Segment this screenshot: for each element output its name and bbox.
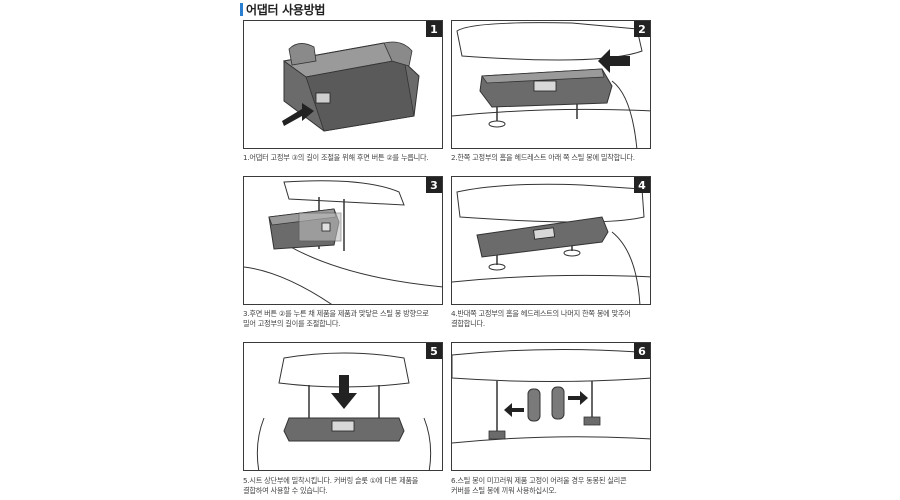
step-1-caption: 1.어댑터 고정부 ③의 길이 조절을 위해 후면 버튼 ②를 누릅니다. — [243, 153, 429, 162]
step-6-caption: 6.스틸 봉이 미끄러워 제품 고정이 어려울 경우 동봉된 실리콘 커버를 스… — [451, 476, 627, 495]
step-1-illustration: 1 — [243, 20, 443, 149]
step-number-badge: 5 — [426, 343, 442, 359]
step-number-badge: 2 — [634, 21, 650, 37]
step-3-caption: 3.후면 버튼 ②를 누른 채 제품을 제품과 맞닿은 스틸 봉 방향으로 밀어… — [243, 309, 429, 328]
step-number-badge: 6 — [634, 343, 650, 359]
headrest-attach-drawing — [452, 22, 650, 148]
step-number-badge: 3 — [426, 177, 442, 193]
step-6-illustration: 6 — [451, 342, 651, 471]
heading-text: 어댑터 사용방법 — [246, 2, 326, 17]
step-5-illustration: 5 — [243, 342, 443, 471]
adjust-length-drawing — [244, 180, 442, 304]
step-4-illustration: 4 — [451, 176, 651, 305]
press-to-seat-drawing — [256, 352, 432, 470]
adapter-press-button-drawing — [282, 41, 420, 132]
step-5-caption: 5.시트 상단부에 밀착시킵니다. 커버링 슬롯 ①에 다른 제품을 결합하여 … — [243, 476, 419, 495]
section-heading: 어댑터 사용방법 — [240, 1, 325, 17]
step-2-caption: 2.한쪽 고정부의 홈을 헤드레스트 아래 쪽 스틸 봉에 밀착합니다. — [451, 153, 635, 162]
step-3-illustration: 3 — [243, 176, 443, 305]
step-2-illustration: 2 — [451, 20, 651, 149]
heading-accent-bar — [240, 2, 243, 16]
attach-other-side-drawing — [452, 183, 650, 304]
step-number-badge: 1 — [426, 21, 442, 37]
silicone-cover-drawing — [452, 348, 650, 444]
step-4-caption: 4.반대쪽 고정부의 홈을 헤드레스트의 나머지 한쪽 봉에 맞추어 결합합니다… — [451, 309, 631, 328]
step-number-badge: 4 — [634, 177, 650, 193]
